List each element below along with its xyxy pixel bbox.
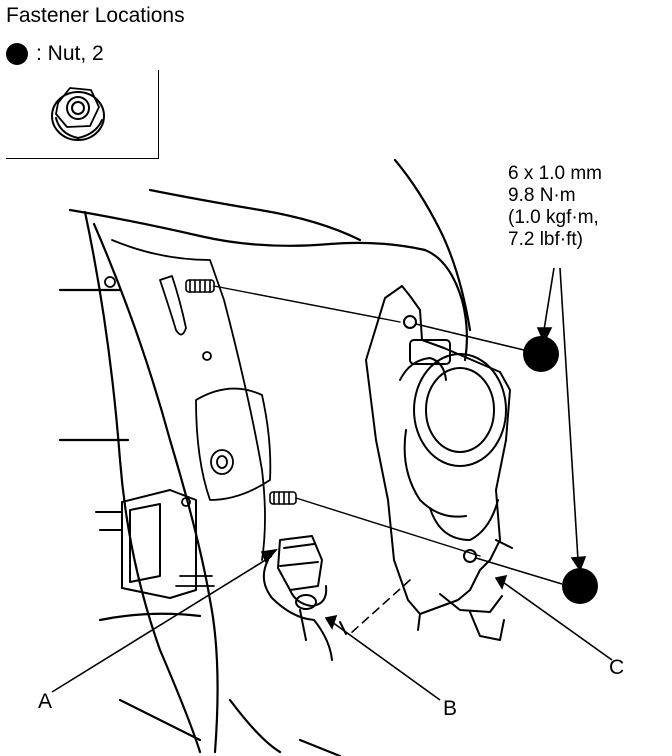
fastener-locations-title: Fastener Locations: [6, 4, 185, 27]
nut-symbol-icon: [6, 43, 28, 65]
spec-torque-lbfft: 7.2 lbf·ft): [508, 229, 583, 250]
nut-markers: [523, 336, 598, 604]
seat-belt-retractor: [365, 285, 513, 641]
callout-c: C: [609, 656, 625, 679]
upper-stud: [185, 279, 215, 293]
torque-spec: 6 x 1.0 mm 9.8 N·m (1.0 kgf·m, 7.2 lbf·f…: [508, 163, 602, 251]
spec-torque-nm: 9.8 N·m: [508, 185, 576, 206]
flange-nut-icon: [51, 87, 105, 141]
leader-lines: [51, 267, 613, 701]
lower-stud: [269, 491, 297, 505]
harness-clip-b: [262, 559, 347, 661]
nut-legend-label: : Nut, 2: [36, 42, 104, 65]
nut-legend-row: : Nut, 2: [6, 42, 104, 66]
spec-torque-kgfm: (1.0 kgf·m,: [508, 207, 599, 228]
body-panel-outline: [58, 158, 472, 756]
callout-a: A: [38, 690, 53, 713]
callout-b: B: [443, 697, 458, 720]
upper-nut-marker: [523, 336, 559, 372]
nut-legend-box: [6, 70, 159, 159]
spec-size: 6 x 1.0 mm: [508, 163, 602, 184]
lower-nut-marker: [562, 568, 598, 604]
connector-a: [277, 535, 323, 591]
left-bracket: [95, 489, 197, 599]
mounting-guide-line: [349, 579, 411, 635]
